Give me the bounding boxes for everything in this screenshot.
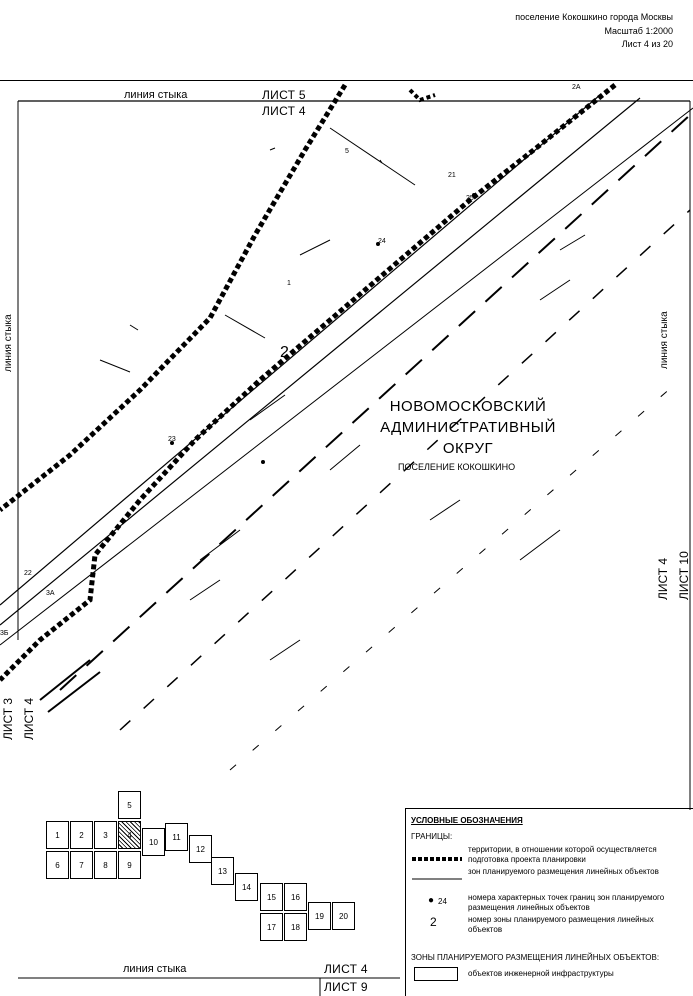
road-segment-left-2 [47,671,101,713]
legend-infrastructure-text: объектов инженерной инфраструктуры [468,969,614,978]
territory-boundary-top-fragment [408,88,436,103]
left-join-label: линия стыка [3,314,14,372]
region-title: НОВОМОСКОВСКИЙ АДМИНИСТРАТИВНЫЙ ОКРУГ [368,396,568,459]
right-sheet-a: ЛИСТ 4 [656,557,670,600]
point-label: 22 [24,570,32,577]
point-label: 24 [378,238,386,245]
point-label: 3А [46,590,55,597]
header-settlement: поселение Кокошкино города Москвы [515,12,673,22]
point-label: 5 [345,148,349,155]
index-sheet-10: 10 [142,828,165,856]
legend-territory-text: территории, в отношении которой осуществ… [468,845,657,864]
zone-line-1 [0,94,601,606]
zone-line-3 [0,107,693,646]
legend-zone-number-marker: 2 [430,915,437,929]
index-sheet-15: 15 [260,883,283,911]
right-sheet-b: ЛИСТ 10 [677,551,691,600]
zone-cross-line-2 [224,314,266,339]
road-segment-left [39,659,91,701]
top-join-label: линия стыка [124,89,188,101]
legend-infrastructure-swatch [414,967,458,981]
legend-zone-symbol [412,878,462,880]
point-label: 25 [466,195,474,202]
region-line-3: ОКРУГ [442,440,494,457]
left-sheet-a: ЛИСТ 3 [1,697,15,740]
territory-boundary-upper [0,83,348,512]
legend-zone-text: зон планируемого размещения линейных объ… [468,867,659,876]
characteristic-points [170,193,476,464]
zone-number: 2 [280,344,289,361]
index-sheet-18: 18 [284,913,307,941]
index-sheet-20: 20 [332,902,355,930]
legend-box: УСЛОВНЫЕ ОБОЗНАЧЕНИЯ ГРАНИЦЫ: территории… [405,808,693,996]
region-line-2: АДМИНИСТРАТИВНЫЙ [380,419,556,436]
bottom-join-label: линия стыка [123,963,187,975]
legend-title: УСЛОВНЫЕ ОБОЗНАЧЕНИЯ [411,816,523,825]
road-edge-2 [119,209,691,731]
left-sheet-b: ЛИСТ 4 [22,697,36,740]
index-sheet-2: 2 [70,821,93,849]
top-sheet-b: ЛИСТ 4 [262,104,306,118]
terrain-details [99,147,586,661]
bottom-sheet-a: ЛИСТ 4 [324,962,368,976]
zone-cross-line-1 [329,127,416,186]
index-sheet-1: 1 [46,821,69,849]
zone-line-2 [0,97,641,626]
index-sheet-16: 16 [284,883,307,911]
right-join-label: линия стыка [659,311,670,369]
region-line-1: НОВОМОСКОВСКИЙ [389,398,547,415]
point-label: 1 [287,280,291,287]
index-sheet-3: 3 [94,821,117,849]
index-sheet-9: 9 [118,851,141,879]
header-scale: Масштаб 1:2000 [604,26,673,36]
legend-section-boundaries: ГРАНИЦЫ: [411,832,453,841]
index-sheet-4-current: 4 [118,821,141,849]
point-label: 21 [448,172,456,179]
territory-boundary-lower [0,83,617,682]
legend-zone-number-text: номер зоны планируемого размещения линей… [468,915,654,934]
index-sheet-17: 17 [260,913,283,941]
legend-territory-symbol [412,857,462,861]
index-sheet-13: 13 [211,857,234,885]
header-sheet-number: Лист 4 из 20 [621,39,673,49]
legend-point-marker: 24 [438,897,447,906]
index-sheet-7: 7 [70,851,93,879]
index-sheet-5: 5 [118,791,141,819]
index-sheet-6: 6 [46,851,69,879]
index-sheet-8: 8 [94,851,117,879]
point-label: 23 [168,436,176,443]
bottom-sheet-b: ЛИСТ 9 [324,980,368,994]
point-label: 2А [572,84,581,91]
index-sheet-12: 12 [189,835,212,863]
settlement-label: ПОСЕЛЕНИЕ КОКОШКИНО [398,462,516,472]
index-sheet-14: 14 [235,873,258,901]
index-sheet-19: 19 [308,902,331,930]
index-sheet-11: 11 [165,823,188,851]
top-sheet-a: ЛИСТ 5 [262,88,306,102]
legend-section-zones: ЗОНЫ ПЛАНИРУЕМОГО РАЗМЕЩЕНИЯ ЛИНЕЙНЫХ ОБ… [411,953,660,962]
legend-point-dot-icon: ● [428,895,435,906]
sheet-header: поселение Кокошкино города Москвы Масшта… [0,0,693,81]
legend-point-text: номера характерных точек границ зон план… [468,893,665,912]
point-label: 3Б [0,630,9,637]
